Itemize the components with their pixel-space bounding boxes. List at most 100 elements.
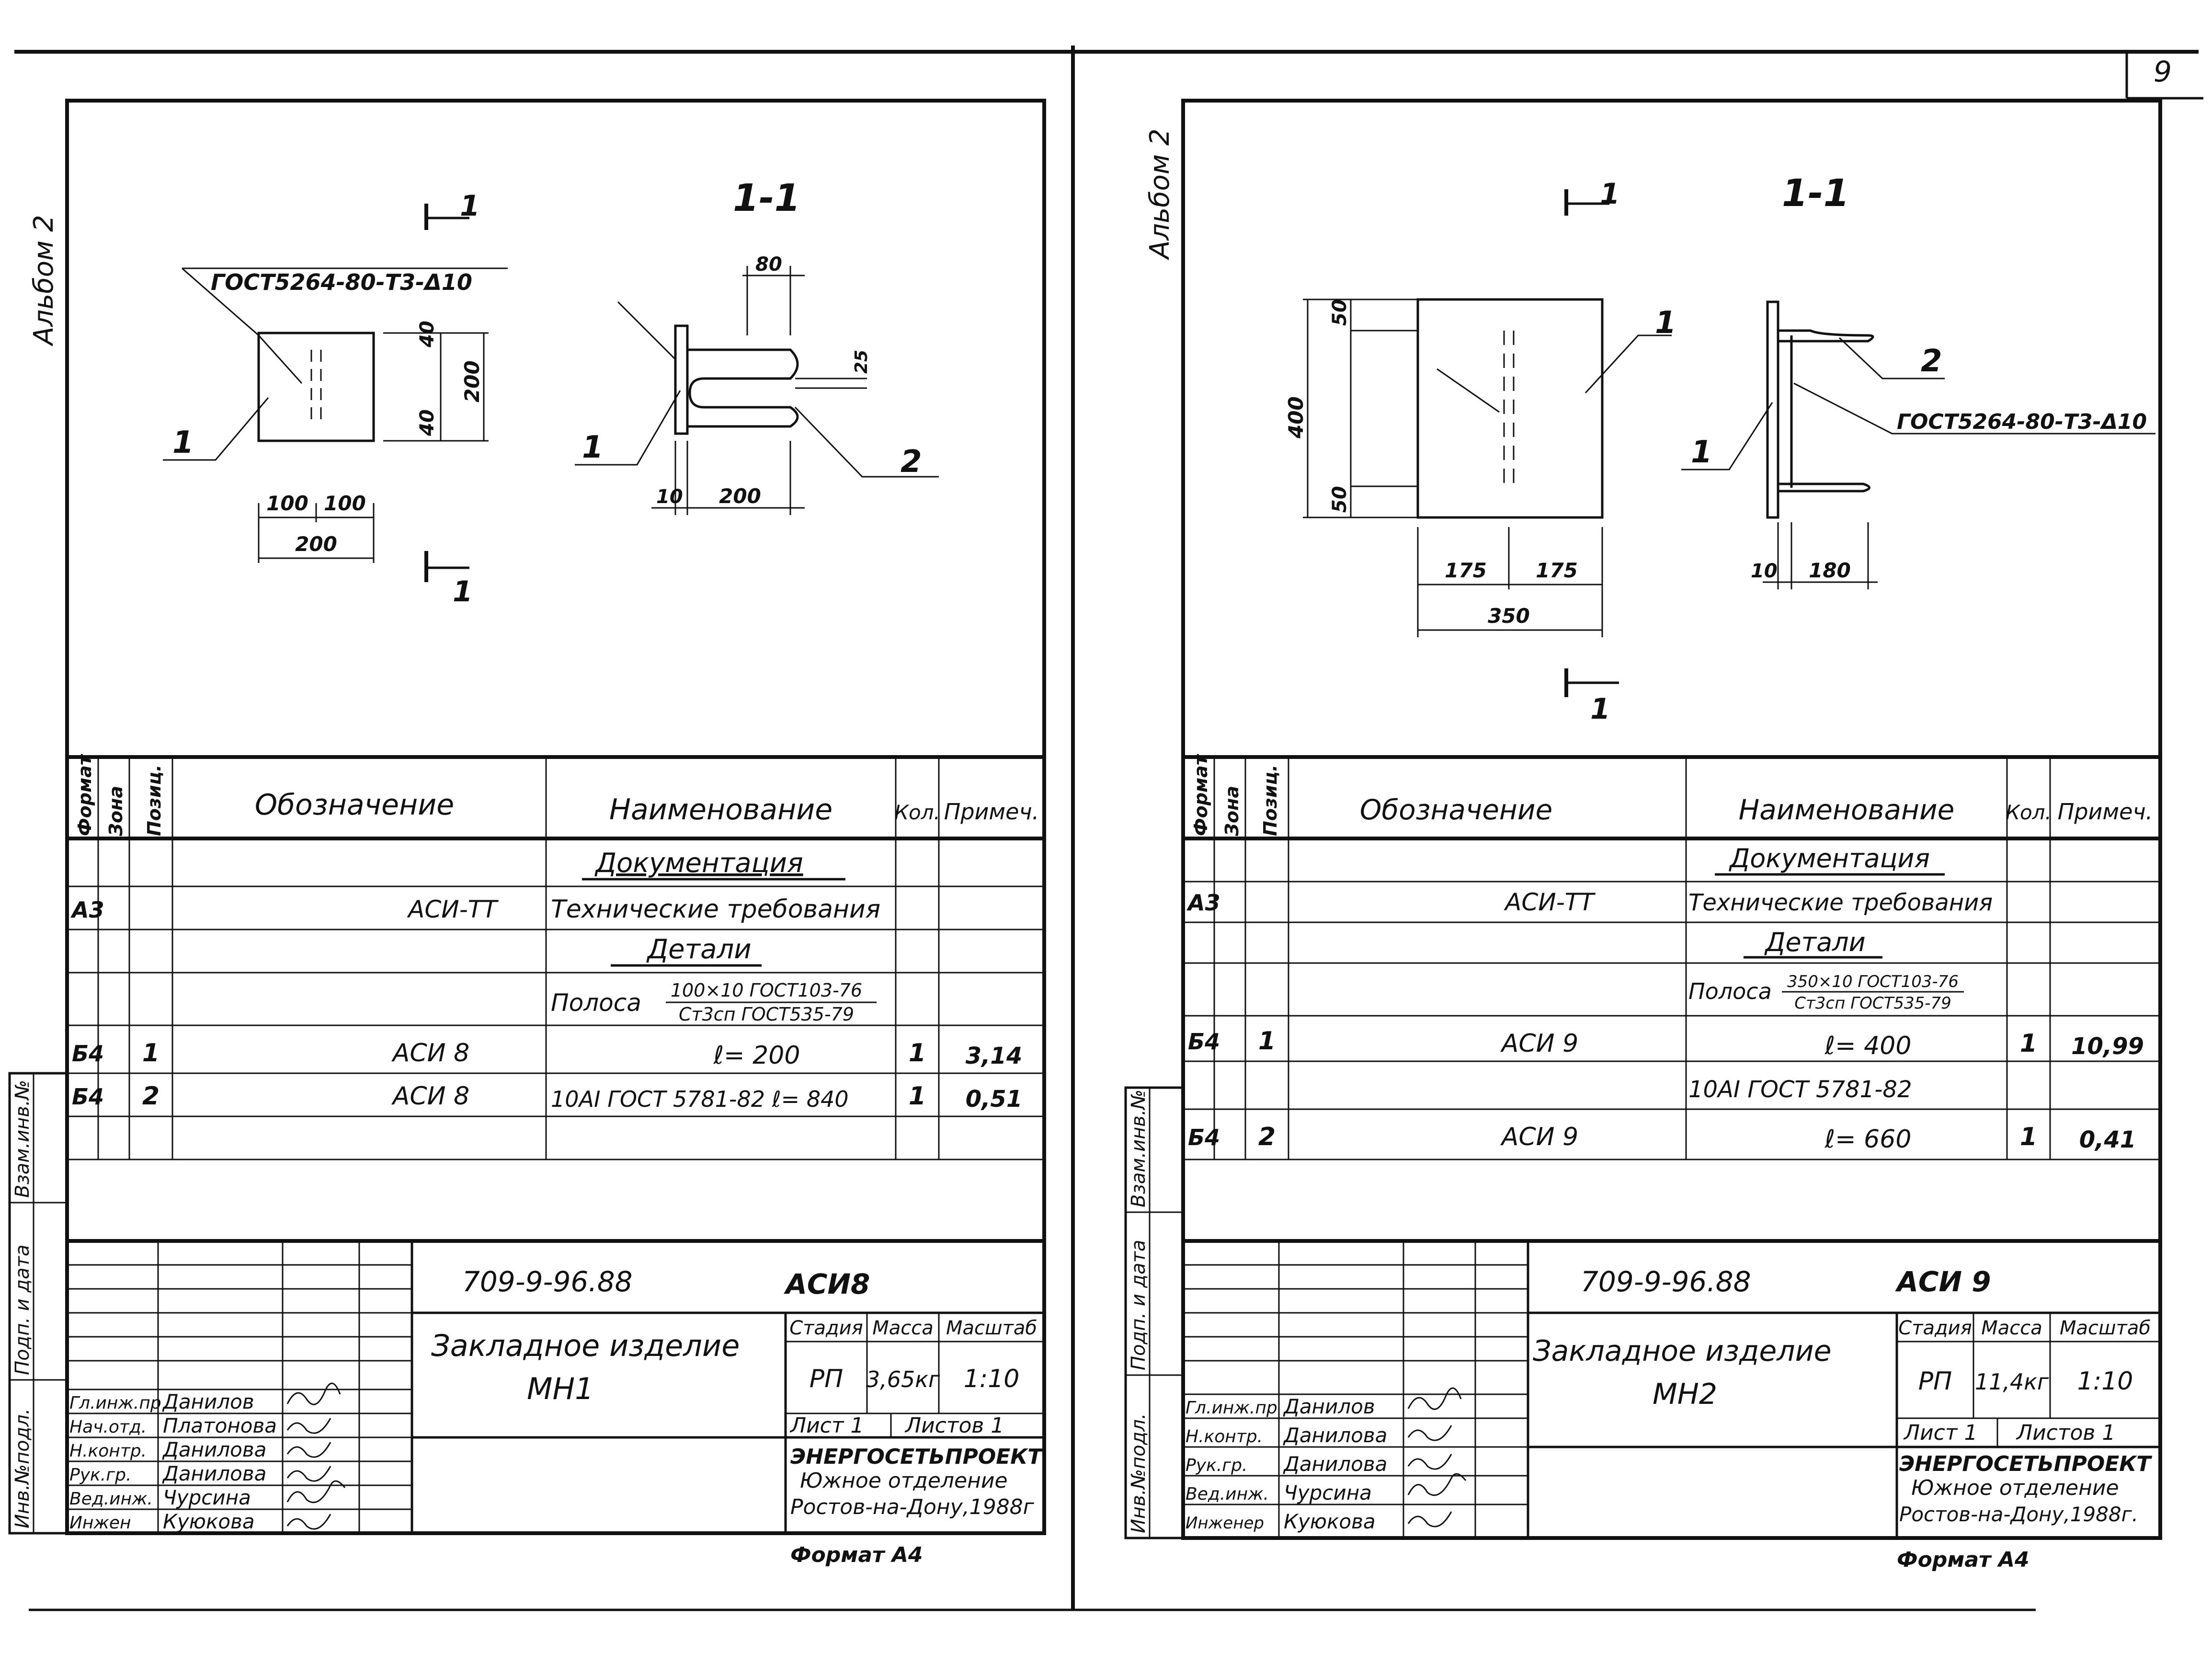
right-row2-name: Детали	[1764, 927, 1866, 957]
right-album-label: Альбом 2	[1144, 128, 1175, 260]
right-signer-name: Куюкова	[1284, 1510, 1376, 1533]
right-doc-code: 709-9-96.88	[1581, 1265, 1751, 1298]
left-side-label-inv: Инв.№подл.	[11, 1408, 34, 1528]
left-signer-role: Гл.инж.пр	[69, 1393, 161, 1413]
left-section-pos1-leader	[575, 390, 681, 466]
right-row-doc-section: Документация	[1729, 843, 1930, 873]
right-weld-note: ГОСТ5264-80-Т3-Δ10	[1897, 410, 2147, 434]
left-dim-40-top: 40	[416, 321, 438, 348]
right-row1-name: Технические требования	[1688, 889, 1993, 916]
right-section-pos1-leader	[1681, 402, 1773, 471]
left-row3-name: Полоса	[551, 989, 641, 1017]
right-side-label-replace: Взам.инв.№	[1128, 1090, 1150, 1207]
left-section-plate	[674, 324, 689, 435]
right-header-zone: Зона	[1221, 786, 1243, 837]
left-section-title: 1-1	[733, 177, 800, 220]
left-dim-80: 80	[755, 253, 782, 276]
right-signature	[1407, 1473, 1467, 1496]
left-row4-pos: 1	[142, 1039, 160, 1068]
right-section-plate	[1766, 300, 1779, 519]
right-section-pos2: 2	[1921, 344, 1942, 379]
right-row4-note: 10,99	[2071, 1033, 2144, 1060]
right-signer-role: Вед.инж.	[1186, 1484, 1269, 1504]
left-sheet: Альбом 2 ГОСТ5264-80-Т3-Δ10 1 1 1 100	[8, 99, 1046, 1567]
left-row5-pos: 2	[142, 1082, 160, 1111]
left-header-zone: Зона	[105, 786, 126, 837]
right-spec-table: Формат Зона Позиц. Обозначение Наименова…	[1183, 754, 2160, 1243]
left-dim-200-vertical: 200	[460, 360, 484, 402]
left-signer-name: Данилова	[162, 1462, 266, 1485]
left-org-line1: ЭНЕРГОСЕТЬПРОЕКТ	[790, 1445, 1043, 1469]
right-row4-qty: 1	[2020, 1029, 2037, 1058]
right-signature	[1407, 1454, 1452, 1470]
left-pos1-marker: 1	[172, 425, 194, 460]
right-sheet-label: Лист 1	[1903, 1421, 1977, 1445]
right-dim-180: 180	[1809, 559, 1851, 582]
left-sheet-frame	[65, 99, 1046, 1535]
right-row6-name: ℓ= 660	[1824, 1125, 1912, 1154]
left-row4-designation: АСИ 8	[391, 1039, 469, 1068]
right-signer-role: Гл.инж.пр	[1186, 1398, 1277, 1418]
right-row4-pos: 1	[1258, 1027, 1276, 1056]
left-doc-code: 709-9-96.88	[462, 1265, 633, 1298]
right-dim-50-top: 50	[1329, 299, 1351, 326]
left-dim-100a: 100	[266, 492, 308, 515]
left-mass: 3,65кг	[866, 1366, 940, 1392]
right-dim-10: 10	[1751, 560, 1778, 582]
left-org-line3: Ростов-на-Дону,1988г	[790, 1495, 1035, 1519]
right-title-block: 709-9-96.88 АСИ 9 Закладное изделие МН2 …	[1183, 1241, 2160, 1572]
right-weld-marker-line	[1437, 368, 1500, 413]
right-sheet-frame	[1181, 99, 2162, 1540]
right-dim-175b: 175	[1536, 559, 1578, 582]
right-row4-format: Б4	[1188, 1029, 1220, 1055]
right-pos1-marker: 1	[1655, 305, 1676, 341]
right-signature	[1407, 1511, 1452, 1527]
left-dim-25: 25	[852, 350, 871, 374]
right-row6-qty: 1	[2020, 1123, 2037, 1151]
right-doc-title-1: Закладное изделие	[1533, 1334, 1832, 1368]
right-cut-top-label: 1	[1600, 177, 1620, 211]
left-side-stamp-frame	[8, 1072, 68, 1535]
right-signer-role: Н.контр.	[1186, 1427, 1263, 1446]
left-album-label: Альбом 2	[28, 215, 59, 346]
left-section-pos2-leader	[794, 406, 939, 478]
right-row4-designation: АСИ 9	[1500, 1029, 1578, 1058]
left-row4-note: 3,14	[966, 1043, 1022, 1069]
left-row4-qty: 1	[909, 1039, 926, 1068]
left-signer-role: Н.контр.	[69, 1441, 147, 1461]
right-format-label: Формат А4	[1897, 1548, 2030, 1572]
right-signer-name: Данилова	[1283, 1452, 1387, 1476]
left-side-label-replace: Взам.инв.№	[11, 1080, 34, 1198]
right-mass-header: Масса	[1981, 1317, 2042, 1339]
right-section-pos2-leader	[1838, 337, 1945, 379]
right-header-note: Примеч.	[2058, 799, 2153, 825]
left-signer-name: Платонова	[163, 1414, 277, 1437]
left-signer-name: Данилов	[162, 1390, 254, 1413]
right-row6-note: 0,41	[2079, 1126, 2136, 1153]
left-signer-role: Инжен	[69, 1513, 131, 1533]
left-stage: РП	[810, 1365, 843, 1393]
left-sheets-label: Листов 1	[904, 1413, 1004, 1438]
right-row3-name-top: 350×10 ГОСТ103-76	[1787, 972, 1959, 991]
left-doc-mark: АСИ8	[784, 1268, 870, 1300]
right-row3-name-bottom: Ст3сп ГОСТ535-79	[1794, 994, 1951, 1013]
left-doc-title-1: Закладное изделие	[431, 1328, 740, 1363]
left-dim-200-horizontal: 200	[295, 532, 337, 556]
left-signature	[286, 1442, 331, 1458]
left-mass-header: Масса	[872, 1317, 934, 1339]
left-side-stamp: Инв.№подл. Подп. и дата Взам.инв.№	[8, 1072, 68, 1535]
right-row1-designation: АСИ-ТТ	[1504, 888, 1596, 916]
right-org-line2: Южное отделение	[1911, 1476, 2119, 1500]
left-row4-name: ℓ= 200	[713, 1041, 800, 1070]
right-side-label-sign: Подп. и дата	[1128, 1240, 1150, 1370]
left-row1-name: Технические требования	[551, 895, 880, 924]
right-side-stamp: Инв.№подл. Подп. и дата Взам.инв.№	[1124, 1086, 1185, 1539]
left-dim-100b: 100	[324, 492, 366, 515]
left-row3-name-top: 100×10 ГОСТ103-76	[671, 980, 862, 1001]
left-row5-name: 10АI ГОСТ 5781-82 ℓ= 840	[551, 1086, 849, 1112]
right-header-designation: Обозначение	[1360, 793, 1552, 826]
left-doc-title-2: МН1	[527, 1371, 594, 1406]
left-header-format: Формат	[74, 754, 95, 836]
left-signer-name: Данилова	[162, 1438, 266, 1461]
